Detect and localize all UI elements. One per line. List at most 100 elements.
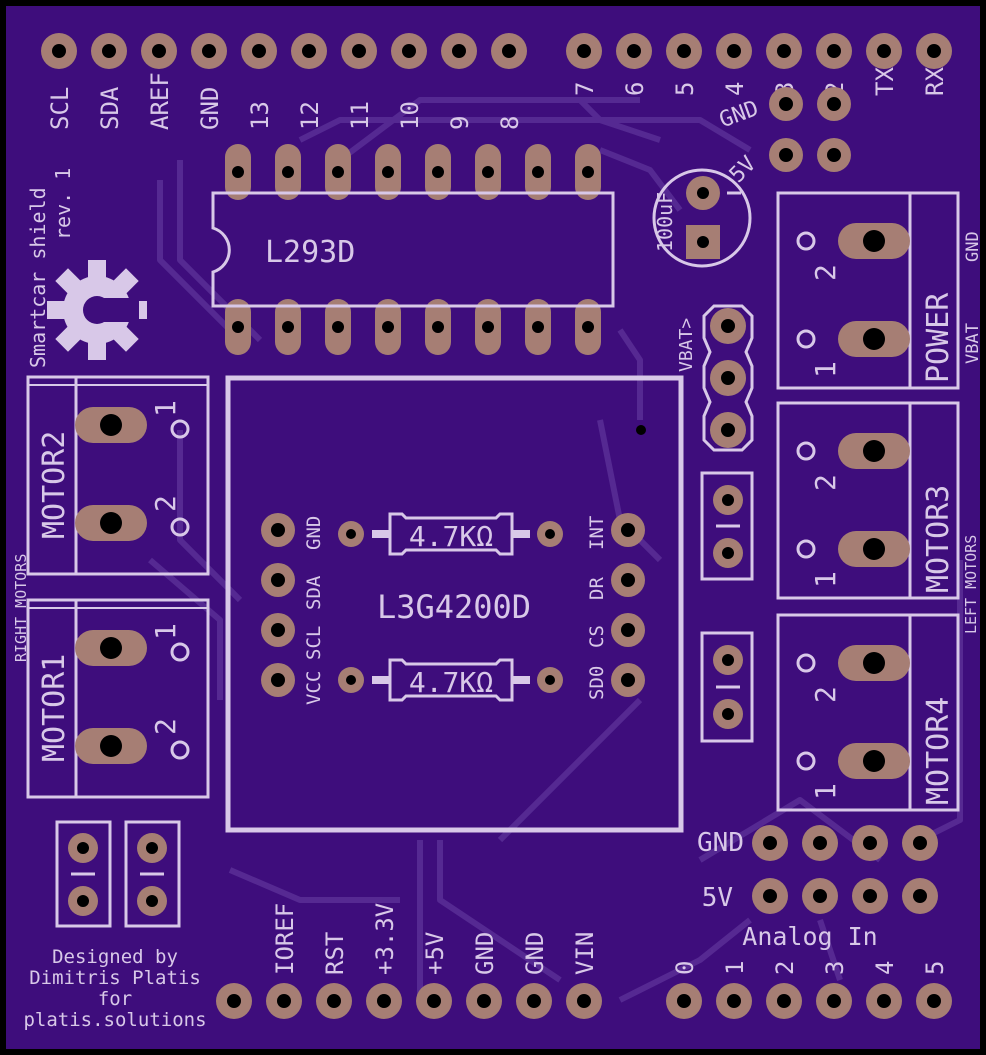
gyro-pin-label: VCC (303, 671, 325, 705)
terminal-pin2-label: 2 (149, 495, 182, 512)
terminal-outline (26, 375, 210, 576)
analog-pin-label: 4 (871, 961, 899, 975)
credits-line-1: Designed by (52, 946, 178, 968)
credits-line-3: for (98, 988, 132, 1010)
resistor-2-label: 4.7KΩ (409, 666, 493, 699)
power-pin-label: IOREF (271, 903, 299, 975)
terminal-label: MOTOR2 (37, 431, 72, 539)
gyro-module: L3G4200D GND SDA SCL VCC INT DR CS SD0 4.7KΩ 4… (225, 375, 684, 833)
digital-pin-label: GND (196, 87, 224, 130)
analog-pin-label: 5 (921, 961, 949, 975)
digital-pin-label: SCL (46, 87, 74, 130)
board-revision: rev. 1 (51, 168, 75, 240)
ic-label: L293D (265, 235, 355, 270)
rail-5v-label: 5V (702, 883, 733, 913)
gyro-outline (225, 375, 684, 833)
digital-pin-label: 11 (346, 101, 374, 130)
digital-pin-label: SDA (96, 86, 124, 130)
analog-pin-label: 1 (721, 961, 749, 975)
gyro-pin-label: SD0 (586, 666, 608, 700)
gyro-pin-label: SDA (303, 575, 325, 610)
terminal-label: MOTOR1 (37, 654, 72, 762)
terminal-pin2-label: 2 (149, 718, 182, 735)
power-pin-label: +5V (421, 932, 449, 975)
digital-pin-label: RX (921, 67, 949, 96)
resistor-1: 4.7KΩ (338, 512, 563, 556)
terminal-pin2-label: 2 (809, 686, 842, 703)
terminal-pin1-label: 1 (809, 361, 842, 378)
digital-pin-label: 13 (246, 101, 274, 130)
power-pin-label: GND (471, 932, 499, 975)
gyro-label: L3G4200D (377, 588, 531, 626)
terminal-pin1-label: 1 (149, 400, 182, 417)
power-pin-label: RST (321, 932, 349, 975)
power-header: IOREF RST +3.3V +5V GND GND VIN (216, 903, 602, 1019)
gyro-pin-label: GND (303, 516, 325, 550)
analog-pin-label: 3 (821, 961, 849, 975)
gyro-pin-label: SCL (303, 626, 325, 660)
digital-pin-label: 6 (621, 82, 649, 96)
ic-outline (211, 191, 615, 308)
jumper-c (55, 820, 112, 928)
power-connector: POWER 2 1 (776, 191, 960, 390)
board-name: Smartcar shield (26, 187, 50, 368)
digital-pin-label: TX (871, 67, 899, 96)
l293d-ic: L293D (211, 144, 615, 355)
terminal-pin1-label: 1 (809, 571, 842, 588)
power-pin-label: VIN (571, 932, 599, 975)
terminal-label: MOTOR4 (921, 697, 956, 805)
rail-gnd-label: GND (697, 828, 744, 858)
terminal-pin1-label: 1 (149, 623, 182, 640)
capacitor: 100uF (652, 168, 752, 268)
terminal-label: MOTOR3 (921, 485, 956, 593)
digital-pin-label: 7 (571, 82, 599, 96)
digital-pin-label: 10 (396, 101, 424, 130)
terminal-pin2-label: 2 (809, 474, 842, 491)
digital-pin-label: 8 (496, 116, 524, 130)
digital-pin-label: AREF (146, 72, 174, 130)
terminal-outline (26, 598, 210, 799)
jumper-a (700, 471, 754, 581)
terminal-pin1-label: 1 (809, 783, 842, 800)
terminal-pin2-label: 2 (809, 264, 842, 281)
jumper-b (700, 631, 754, 743)
analog-pin-label: 2 (771, 961, 799, 975)
motor1-connector: MOTOR1 1 2 (26, 598, 210, 799)
power-pin-label: GND (521, 932, 549, 975)
motor2-connector: MOTOR2 1 2 (26, 375, 210, 576)
gear-logo-icon (47, 260, 147, 360)
gyro-pin-label: CS (586, 625, 608, 648)
digital-header-left: SCL SDA AREF GND 13 12 11 10 9 8 (41, 33, 527, 130)
analog-header: 0 1 2 3 4 5 (666, 961, 952, 1019)
power-pin-label: +3.3V (371, 903, 399, 975)
credits-line-2: Dimitris Platis (29, 967, 201, 989)
resistor-2: 4.7KΩ (338, 658, 563, 702)
digital-pin-label: 12 (296, 101, 324, 130)
capacitor-label: 100uF (653, 192, 677, 252)
gnd-side-label: GND (963, 231, 983, 262)
credits-line-4: platis.solutions (23, 1009, 206, 1031)
motor4-connector: MOTOR4 2 1 (776, 613, 960, 812)
gyro-mark (636, 425, 646, 435)
gyro-pin-label: INT (586, 516, 608, 550)
gyro-pin-label: DR (586, 577, 608, 600)
terminal-outline (776, 191, 960, 390)
resistor-1-label: 4.7KΩ (409, 520, 493, 553)
right-motors-label: RIGHT MOTORS (12, 554, 30, 662)
vbat-label: VBAT> (676, 318, 697, 372)
digital-pin-label: 4 (721, 82, 749, 96)
capacitor-outline (652, 168, 752, 268)
vbat-jumper-outline (702, 304, 754, 452)
terminal-outline (776, 613, 960, 812)
credits: Designed by Dimitris Platis for platis.s… (23, 946, 206, 1031)
vbat-side-label: VBAT (963, 323, 983, 364)
power-rail-pins (752, 825, 938, 914)
terminal-label: POWER (921, 292, 956, 383)
vbat-jumper: VBAT> (676, 304, 754, 452)
analog-pin-label: 0 (671, 961, 699, 975)
jumper-d (124, 820, 181, 928)
digital-pin-label: 9 (446, 116, 474, 130)
digital-header-right: 765432TXRX (566, 33, 952, 96)
analog-title: Analog In (742, 922, 877, 951)
